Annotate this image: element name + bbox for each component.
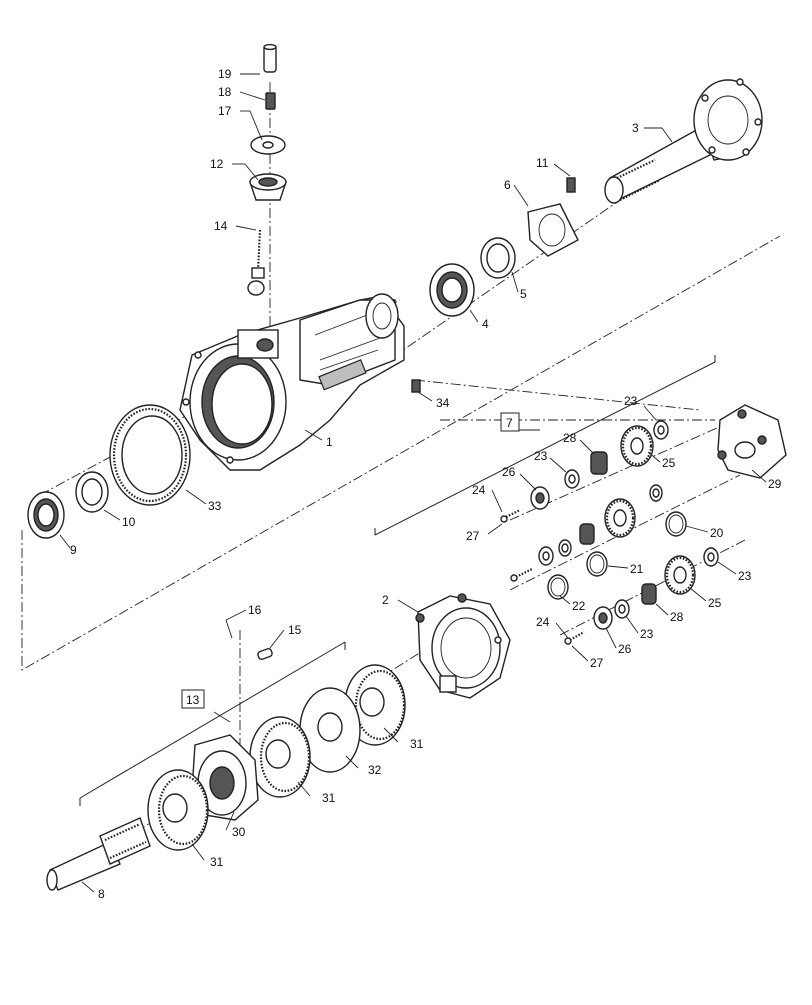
part-28-needle-bearing-lower bbox=[641, 583, 657, 605]
part-10-seal bbox=[75, 471, 109, 513]
part-30-brake-piston bbox=[191, 734, 259, 821]
part-26-thrust-washer-upper bbox=[530, 486, 550, 510]
callout-18: 18 bbox=[218, 85, 232, 99]
part-25-planet-gear-upper bbox=[620, 425, 654, 467]
part-32-steel-disc bbox=[299, 687, 361, 773]
callout-7: 7 bbox=[506, 416, 513, 430]
callout-25-lower: 25 bbox=[708, 596, 722, 610]
part-14-grease-fitting bbox=[247, 229, 265, 296]
part-9-bearing bbox=[27, 491, 65, 539]
callout-9: 9 bbox=[70, 543, 77, 557]
callout-26-upper: 26 bbox=[502, 465, 516, 479]
callout-30: 30 bbox=[232, 825, 246, 839]
part-21-snap-ring bbox=[586, 551, 608, 577]
callout-33: 33 bbox=[208, 499, 222, 513]
part-8-input-shaft bbox=[46, 817, 151, 891]
callout-28-lower: 28 bbox=[670, 610, 684, 624]
part-24-screw-middle bbox=[510, 568, 533, 582]
callout-31-middle: 31 bbox=[322, 791, 336, 805]
callout-12: 12 bbox=[210, 157, 224, 171]
part-1-axle-housing bbox=[179, 293, 405, 471]
callout-23-lower-right: 23 bbox=[738, 569, 752, 583]
callout-10: 10 bbox=[122, 515, 136, 529]
part-28-needle-bearing-middle bbox=[579, 523, 595, 545]
callout-26-lower: 26 bbox=[618, 642, 632, 656]
part-12-bushing bbox=[249, 173, 287, 201]
callout-24-upper: 24 bbox=[472, 483, 486, 497]
callout-24-lower: 24 bbox=[536, 615, 550, 629]
callout-23-lower-left: 23 bbox=[640, 627, 654, 641]
callout-8: 8 bbox=[98, 887, 105, 901]
group-13-bracket bbox=[79, 641, 346, 806]
part-23-washer-upper-right bbox=[653, 420, 669, 440]
callout-13: 13 bbox=[186, 693, 200, 707]
group-13-box bbox=[181, 689, 205, 709]
callout-21: 21 bbox=[630, 562, 644, 576]
part-6-retainer-plate bbox=[527, 203, 579, 257]
callout-25-upper: 25 bbox=[662, 456, 676, 470]
part-23-washer-lower-right bbox=[703, 547, 719, 567]
callout-17: 17 bbox=[218, 104, 232, 118]
callout-5: 5 bbox=[520, 287, 527, 301]
part-28-needle-bearing-upper bbox=[590, 451, 608, 475]
part-24-screw-upper bbox=[500, 509, 521, 523]
callout-1: 1 bbox=[326, 435, 333, 449]
part-20-snap-ring bbox=[665, 511, 687, 537]
part-2-brake-housing bbox=[415, 593, 511, 699]
part-33-ring-gear bbox=[109, 404, 191, 506]
callout-28-upper: 28 bbox=[563, 431, 577, 445]
callout-31-upper: 31 bbox=[410, 737, 424, 751]
callout-labels: 19 18 17 12 14 3 11 6 5 4 34 1 33 10 9 7… bbox=[70, 67, 782, 901]
callout-6: 6 bbox=[504, 178, 511, 192]
callout-19: 19 bbox=[218, 67, 232, 81]
callout-14: 14 bbox=[214, 219, 228, 233]
callout-27-lower: 27 bbox=[590, 656, 604, 670]
callout-20: 20 bbox=[710, 526, 724, 540]
callout-2: 2 bbox=[382, 593, 389, 607]
part-4-bearing bbox=[429, 263, 475, 317]
callout-16: 16 bbox=[248, 603, 262, 617]
part-11-bolt bbox=[566, 177, 576, 193]
callout-22: 22 bbox=[572, 599, 586, 613]
part-5-snap-ring bbox=[480, 237, 516, 279]
part-23-washer-lower-left bbox=[614, 599, 630, 619]
callout-11: 11 bbox=[536, 156, 549, 170]
part-31-friction-disc-middle bbox=[249, 716, 311, 798]
part-19-pin bbox=[263, 43, 277, 73]
part-26-thrust-washer-lower bbox=[593, 606, 613, 630]
callout-3: 3 bbox=[632, 121, 639, 135]
part-23-washer-upper-left bbox=[564, 469, 580, 489]
callout-15: 15 bbox=[288, 623, 302, 637]
callout-32: 32 bbox=[368, 763, 382, 777]
part-25-planet-gear-lower bbox=[664, 555, 696, 595]
part-3-axle-shaft bbox=[604, 78, 763, 204]
part-15-dowel-pin bbox=[257, 647, 273, 661]
callout-29: 29 bbox=[768, 477, 782, 491]
part-17-washer bbox=[250, 135, 286, 155]
part-34-plug bbox=[411, 379, 421, 393]
group-7-box bbox=[500, 412, 520, 432]
part-25-planet-gear-middle bbox=[604, 498, 636, 538]
part-31-friction-disc-lower bbox=[147, 769, 209, 851]
callout-31-lower: 31 bbox=[210, 855, 224, 869]
group-7-bracket bbox=[374, 355, 716, 536]
part-spacer-middle bbox=[538, 546, 554, 566]
part-23-washer-middle bbox=[558, 484, 663, 557]
part-18-set-screw bbox=[265, 92, 276, 110]
callout-23-upper-left: 23 bbox=[534, 449, 548, 463]
part-22-snap-ring bbox=[547, 574, 569, 600]
callout-23-upper-right: 23 bbox=[624, 394, 638, 408]
callout-4: 4 bbox=[482, 317, 489, 331]
leader-lines bbox=[59, 73, 767, 893]
part-29-planet-carrier bbox=[717, 404, 787, 479]
callout-34: 34 bbox=[436, 396, 450, 410]
callout-27-upper: 27 bbox=[466, 529, 480, 543]
